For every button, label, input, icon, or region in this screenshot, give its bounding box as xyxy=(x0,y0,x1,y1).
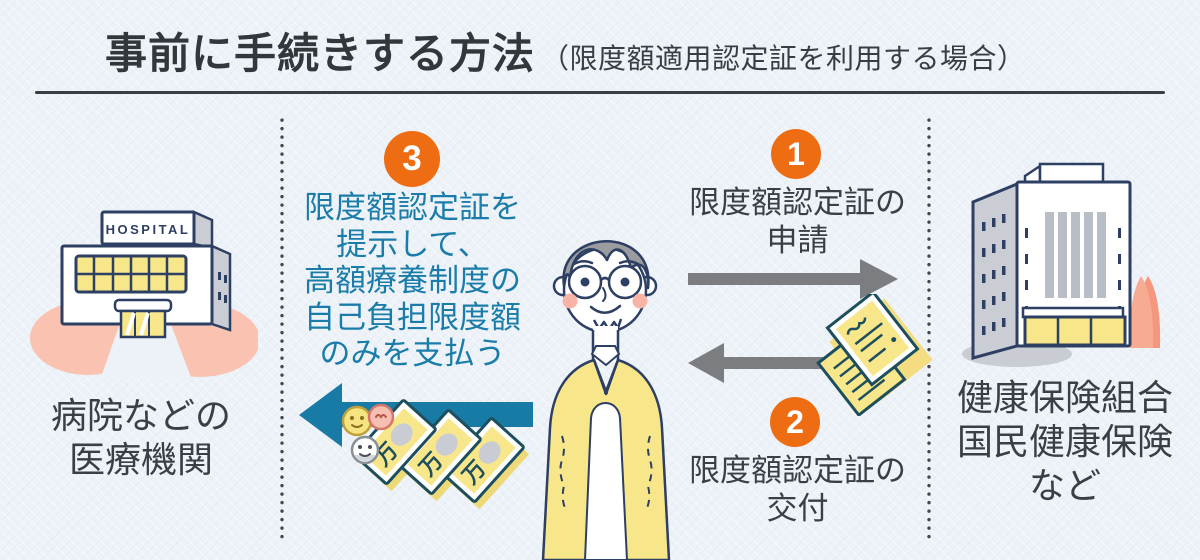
step3-badge: 3 xyxy=(384,131,440,187)
hospital-sign-text: HOSPITAL xyxy=(106,222,191,237)
insurer-label-line1: 健康保険組合 xyxy=(956,377,1173,418)
hospital-side-face xyxy=(210,244,232,332)
step2-number: 2 xyxy=(786,403,804,440)
patient-lapels xyxy=(592,359,620,395)
step3-label-line3: 高額療養制度の xyxy=(304,263,521,298)
hospital-label-line1: 病院などの xyxy=(50,395,231,436)
page-title: 事前に手続きする方法 （限度額適用認定証を利用する場合） xyxy=(105,20,1026,81)
step2-label: 限度額認定証の 交付 xyxy=(685,452,910,528)
step1-badge: 1 xyxy=(771,129,821,179)
step1-label-line1: 限度額認定証の xyxy=(689,185,906,220)
building-lower-window-dividers xyxy=(1056,317,1093,345)
step2-label-line1: 限度額認定証の xyxy=(689,453,906,488)
hospital-window-grid xyxy=(76,256,186,292)
step3-label-line1: 限度額認定証を xyxy=(304,190,521,225)
patient-illustration xyxy=(541,240,671,560)
coin-icon-yellow xyxy=(341,405,373,437)
hospital-side-window xyxy=(224,275,227,283)
tree-icon xyxy=(1129,276,1154,348)
insurer-label-line2: 国民健康保険 xyxy=(956,421,1173,462)
certificate-seal-dot xyxy=(891,337,897,343)
insurer-label-line3: など xyxy=(1028,465,1101,506)
hospital-side-window xyxy=(218,292,221,300)
step3-label-line4: 自己負担限度額 xyxy=(304,299,521,335)
dotted-separator-left xyxy=(280,118,284,542)
step1-label: 限度額認定証の 申請 xyxy=(685,184,910,260)
building-window-stripes xyxy=(1045,212,1106,298)
title-underline xyxy=(35,91,1165,94)
step3-label-line2: 提示して、 xyxy=(336,226,489,262)
step3-label-line5: のみを支払う xyxy=(319,336,506,371)
application-arrow-right-icon xyxy=(688,259,898,299)
patient-collar xyxy=(590,345,621,367)
step3-label: 限度額認定証を 提示して、 高額療養制度の 自己負担限度額 のみを支払う xyxy=(290,190,535,373)
patient-shirt xyxy=(583,402,629,560)
insurer-label: 健康保険組合 国民健康保険 など xyxy=(930,376,1200,508)
certificate-front-paper xyxy=(835,300,910,377)
hospital-side-window xyxy=(224,295,227,303)
step1-number: 1 xyxy=(787,135,805,172)
patient-eyebrows xyxy=(572,260,640,266)
certificate-group xyxy=(816,294,933,416)
certificate-icon xyxy=(816,294,933,416)
hospital-label: 病院などの 医療機関 xyxy=(0,394,282,482)
hospital-canopy xyxy=(113,298,173,313)
hospital-door-glare xyxy=(125,312,150,336)
patient-cheek xyxy=(632,293,648,309)
step3-number: 3 xyxy=(402,139,422,178)
step1-label-line2: 申請 xyxy=(766,223,829,258)
dotted-separator-right xyxy=(927,118,931,542)
hospital-sign-side xyxy=(192,210,214,250)
glasses-bridge xyxy=(600,276,610,281)
patient-nose xyxy=(602,287,607,302)
building-lower-windows xyxy=(1023,315,1127,347)
patient-eye xyxy=(580,277,590,287)
hospital-sign xyxy=(100,210,196,246)
coin-icon-silver xyxy=(350,435,380,465)
coin-icon-pink xyxy=(367,403,395,431)
hospital-side-window xyxy=(218,272,221,280)
building-side-windows xyxy=(982,214,1006,335)
title-sub: （限度額適用認定証を利用する場合） xyxy=(541,43,1026,74)
banknote-icon: 万 xyxy=(398,409,482,495)
arrow-right-shape xyxy=(688,259,898,299)
certificate-front-lines xyxy=(846,317,887,363)
issuance-arrow-left-icon xyxy=(688,343,884,383)
payment-money-illustration: 万 万 万 xyxy=(299,383,533,510)
patient-cheek xyxy=(562,293,578,309)
step2-badge: 2 xyxy=(770,397,820,447)
patient-neck-lines xyxy=(591,330,620,362)
patient-mouth xyxy=(589,304,622,314)
patient-eye xyxy=(620,277,630,287)
title-main: 事前に手続きする方法 xyxy=(105,30,536,77)
insurer-building-illustration xyxy=(962,162,1161,367)
arrow-left-shape xyxy=(688,343,884,383)
hospital-illustration: HOSPITAL xyxy=(30,210,258,380)
step2-label-line2: 交付 xyxy=(766,491,829,526)
hospital-label-line2: 医療機関 xyxy=(68,439,213,480)
